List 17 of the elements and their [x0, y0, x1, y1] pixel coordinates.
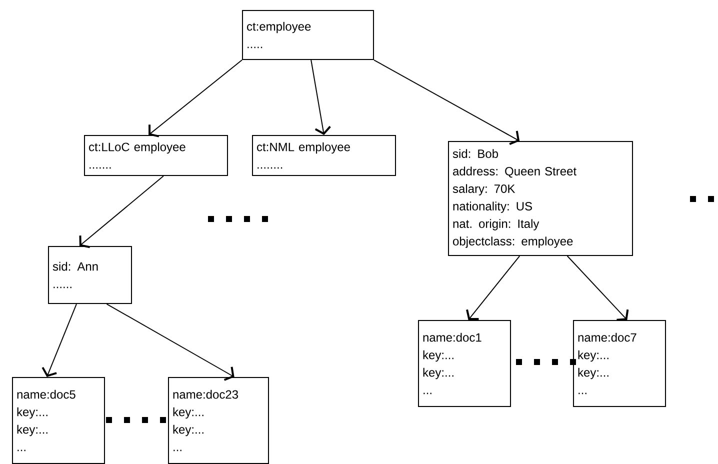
- document-box: name:doc5 key:... key:... ...: [12, 377, 105, 464]
- class-box: ct:LLoC employee .......: [84, 135, 228, 176]
- arrow: [79, 176, 164, 248]
- class-box: ct:employee .....: [242, 10, 374, 60]
- arrow: [374, 60, 520, 145]
- class-box: ct:NML employee ........: [252, 135, 396, 176]
- document-box: name:doc23 key:... key:... ...: [168, 377, 269, 464]
- document-box: name:doc7 key:... key:... ...: [573, 320, 666, 407]
- entry-box: sid: Ann ......: [48, 246, 132, 304]
- document-box: name:doc1 key:... key:... ...: [418, 320, 511, 407]
- arrow: [566, 256, 629, 321]
- arrow: [106, 304, 234, 381]
- entry-box: sid: Bob address: Queen Street salary: 70K nationality: US nat. origin: Italy objectclass: employee: [448, 141, 633, 256]
- arrow: [148, 60, 242, 138]
- arrow: [42, 304, 77, 377]
- arrow: [310, 60, 331, 135]
- arrow: [466, 256, 520, 320]
